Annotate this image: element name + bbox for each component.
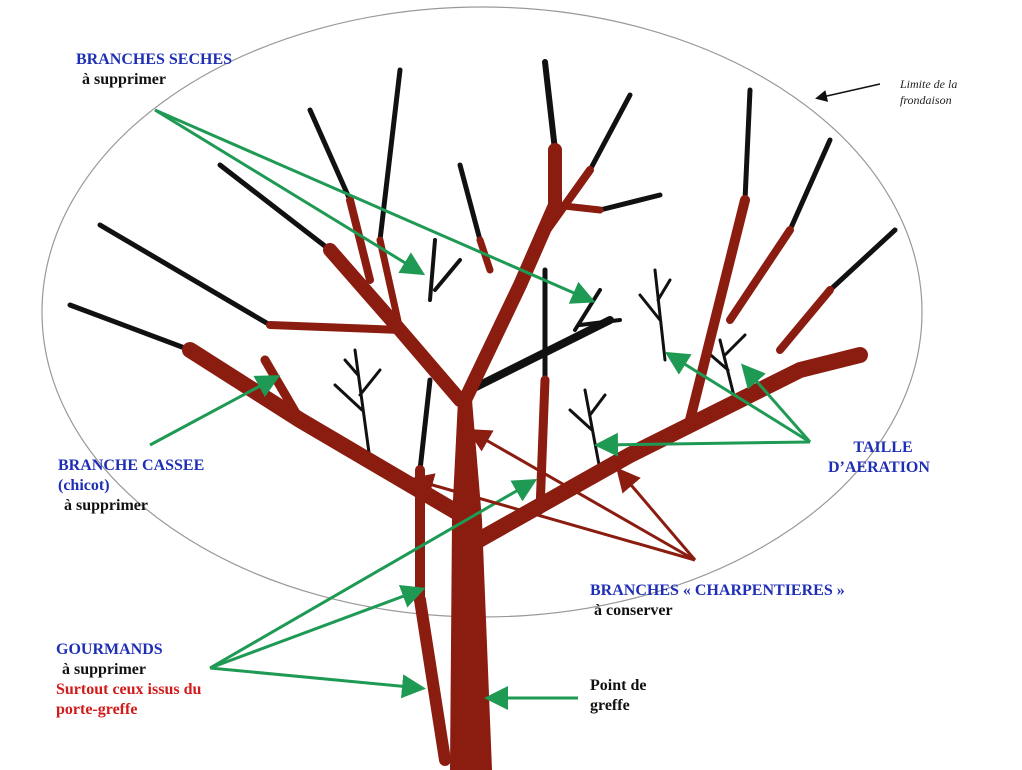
- action: à supprimer: [62, 661, 146, 678]
- label-taille-aeration: TAILLE D’AERATION: [828, 438, 938, 478]
- limit-note: Limite de la frondaison: [900, 76, 957, 108]
- limit-arrow: [815, 83, 881, 102]
- action: à supprimer: [64, 497, 148, 514]
- sub: (chicot): [58, 477, 110, 494]
- label-charpentieres: BRANCHES « CHARPENTIERES » à conserver: [590, 581, 845, 621]
- line1: TAILLE: [853, 439, 913, 456]
- label-gourmands: GOURMANDS à supprimer Surtout ceux issus…: [56, 640, 201, 720]
- limit-note-line1: Limite de la: [900, 77, 958, 91]
- trunk: [450, 400, 492, 770]
- green-arrows: [149, 108, 812, 710]
- label-point-de-greffe: Point de greffe: [590, 676, 646, 716]
- main-branches: [182, 143, 868, 766]
- action: à conserver: [594, 602, 673, 619]
- line1: Point de: [590, 677, 647, 694]
- title: BRANCHES « CHARPENTIERES »: [590, 582, 845, 599]
- line2: greffe: [590, 697, 630, 714]
- title: GOURMANDS: [56, 641, 163, 658]
- action: à supprimer: [82, 71, 166, 88]
- note1: Surtout ceux issus du: [56, 681, 202, 698]
- limit-note-line2: frondaison: [900, 93, 952, 107]
- label-branches-seches: BRANCHES SECHES à supprimer: [76, 50, 232, 90]
- title: BRANCHES SECHES: [76, 51, 233, 68]
- brown-arrows: [409, 429, 697, 562]
- label-branche-cassee: BRANCHE CASSEE (chicot) à supprimer: [58, 456, 204, 516]
- title: BRANCHE CASSEE: [58, 457, 205, 474]
- note2: porte-greffe: [56, 701, 138, 718]
- line2: D’AERATION: [828, 459, 930, 476]
- dry-tips: [67, 59, 898, 473]
